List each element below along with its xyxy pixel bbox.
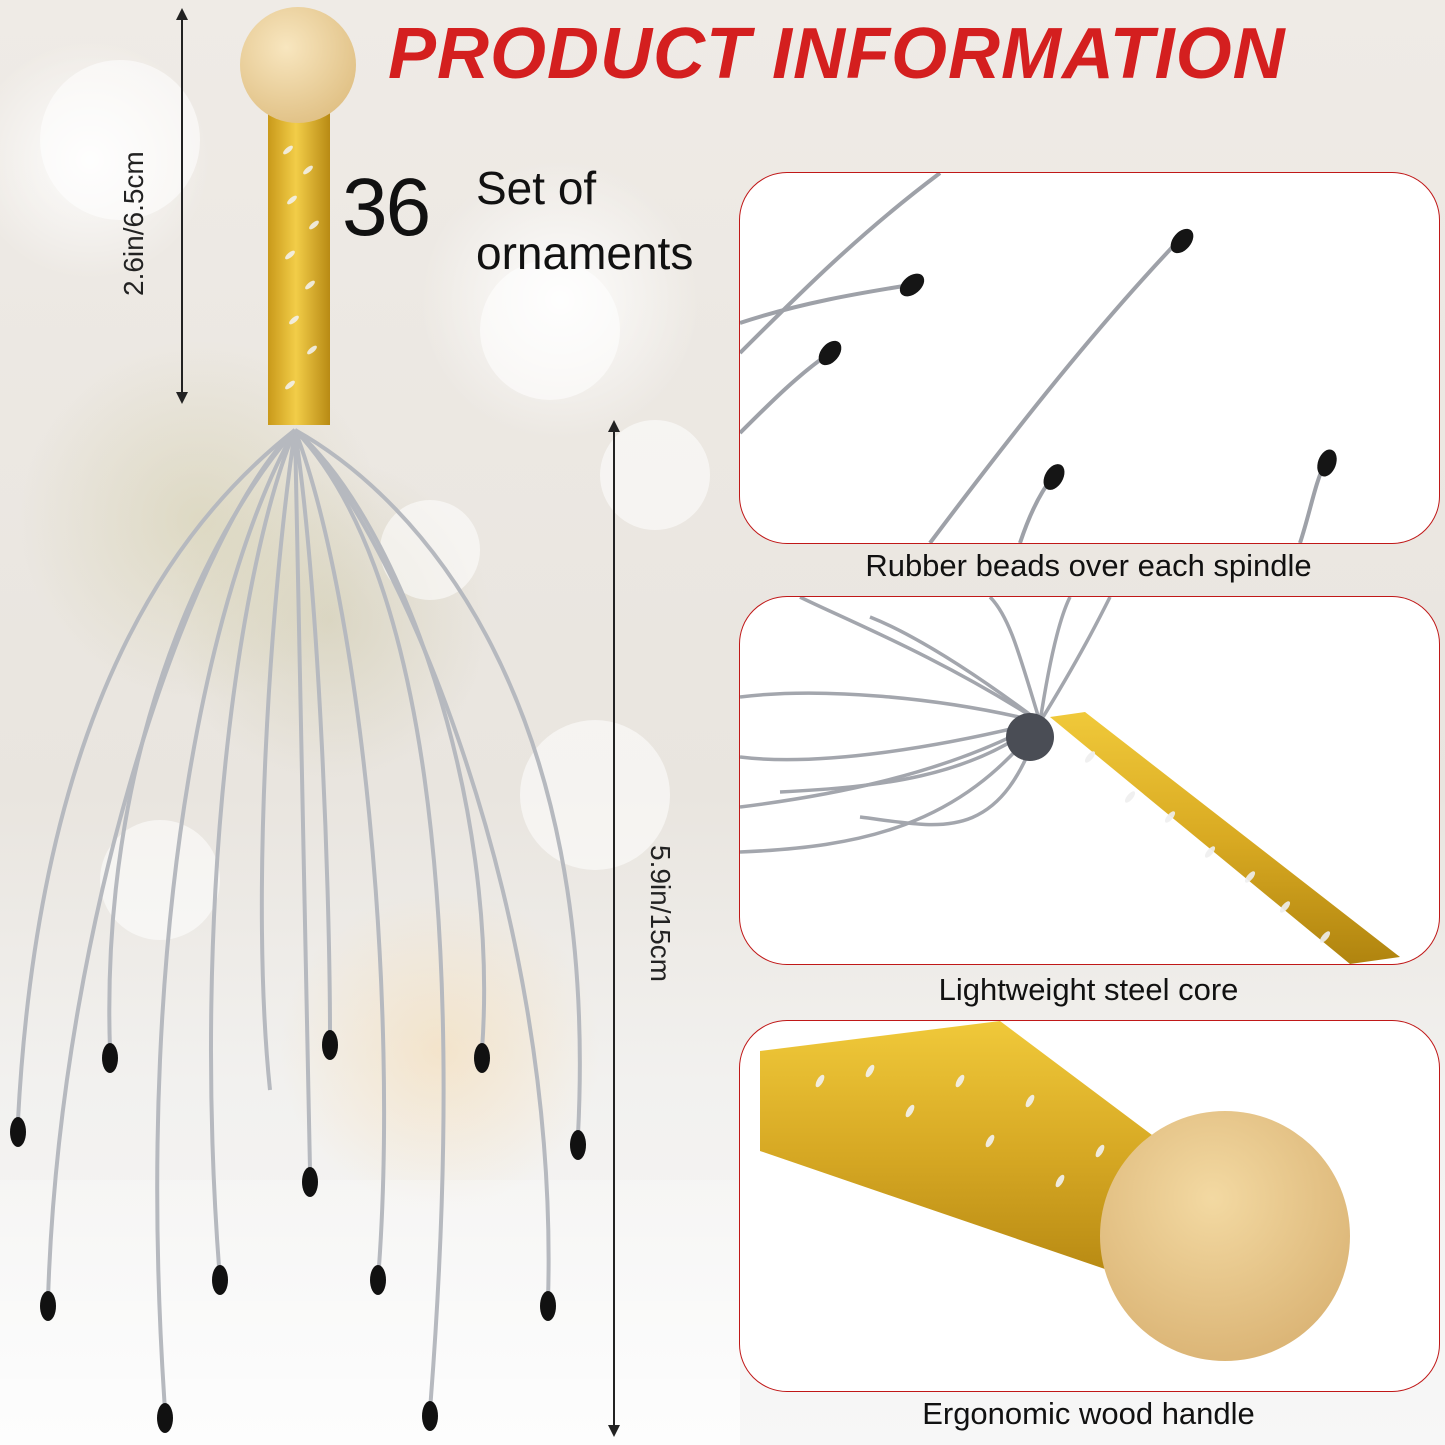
detail-panel-wood-handle — [739, 1020, 1440, 1392]
arrow-down-icon — [176, 392, 188, 404]
dimension-label-top: 2.6in/6.5cm — [118, 151, 149, 296]
detail-panel-steel-core — [739, 596, 1440, 965]
rubber-beads-closeup — [740, 173, 1337, 543]
dimension-arrow-side — [613, 430, 615, 1430]
handle-knob — [240, 7, 356, 123]
rubber-bead-tips — [10, 1030, 586, 1433]
bokeh-light — [480, 260, 620, 400]
handle-shaft — [268, 85, 330, 425]
scalp-massager-illustration — [10, 7, 586, 1433]
arrow-up-icon — [176, 8, 188, 20]
steel-core-closeup — [740, 597, 1400, 964]
count-label-line1: Set of — [476, 162, 597, 214]
caption-steel-core: Lightweight steel core — [938, 972, 1239, 1007]
arrow-down-icon — [608, 1425, 620, 1437]
caption-rubber-beads: Rubber beads over each spindle — [865, 548, 1312, 583]
bokeh-light — [600, 420, 710, 530]
spindle-wires — [16, 428, 582, 1411]
bokeh-light — [100, 820, 220, 940]
arrow-up-icon — [608, 420, 620, 432]
bokeh-light — [520, 720, 670, 870]
count-label-line2: ornaments — [476, 227, 694, 279]
page-title: PRODUCT INFORMATION — [388, 14, 1286, 94]
count-number: 36 — [342, 162, 431, 253]
dimension-arrow-top — [181, 18, 183, 392]
bokeh-light — [40, 60, 200, 220]
caption-wood-handle: Ergonomic wood handle — [922, 1396, 1255, 1431]
dimension-label-side: 5.9in/15cm — [645, 845, 676, 982]
wood-handle-closeup — [760, 1021, 1350, 1361]
detail-panel-rubber-beads — [739, 172, 1440, 544]
shelf-surface — [0, 1180, 740, 1445]
